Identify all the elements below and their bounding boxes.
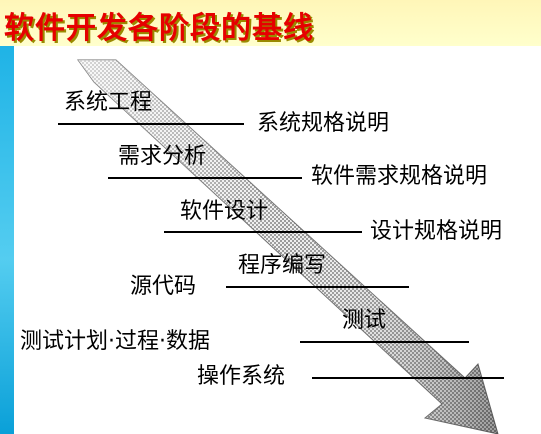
process-arrow: [77, 59, 499, 434]
diagram-graphics: [58, 59, 504, 434]
stage-requirements-analysis: 需求分析: [118, 144, 207, 169]
baseline-operating-system: 操作系统: [197, 364, 286, 389]
baseline-test-plan: 测试计划·过程·数据: [20, 329, 210, 354]
stage-software-design: 软件设计: [180, 199, 269, 224]
stage-system-engineering: 系统工程: [64, 90, 153, 115]
baseline-software-requirements-spec: 软件需求规格说明: [311, 164, 488, 189]
baseline-rules: [58, 123, 504, 379]
stage-programming: 程序编写: [238, 253, 327, 278]
title-bar: 软件开发各阶段的基线: [0, 0, 541, 46]
baseline-system-spec: 系统规格说明: [257, 111, 390, 136]
page-title: 软件开发各阶段的基线: [4, 11, 314, 46]
left-accent-strip: [0, 46, 14, 434]
stage-testing: 测试: [342, 308, 387, 333]
baseline-design-spec: 设计规格说明: [370, 219, 503, 244]
baseline-diagram: 系统工程 系统规格说明 需求分析 软件需求规格说明 软件设计 设计规格说明 程序…: [14, 46, 541, 434]
baseline-source-code: 源代码: [130, 274, 197, 299]
